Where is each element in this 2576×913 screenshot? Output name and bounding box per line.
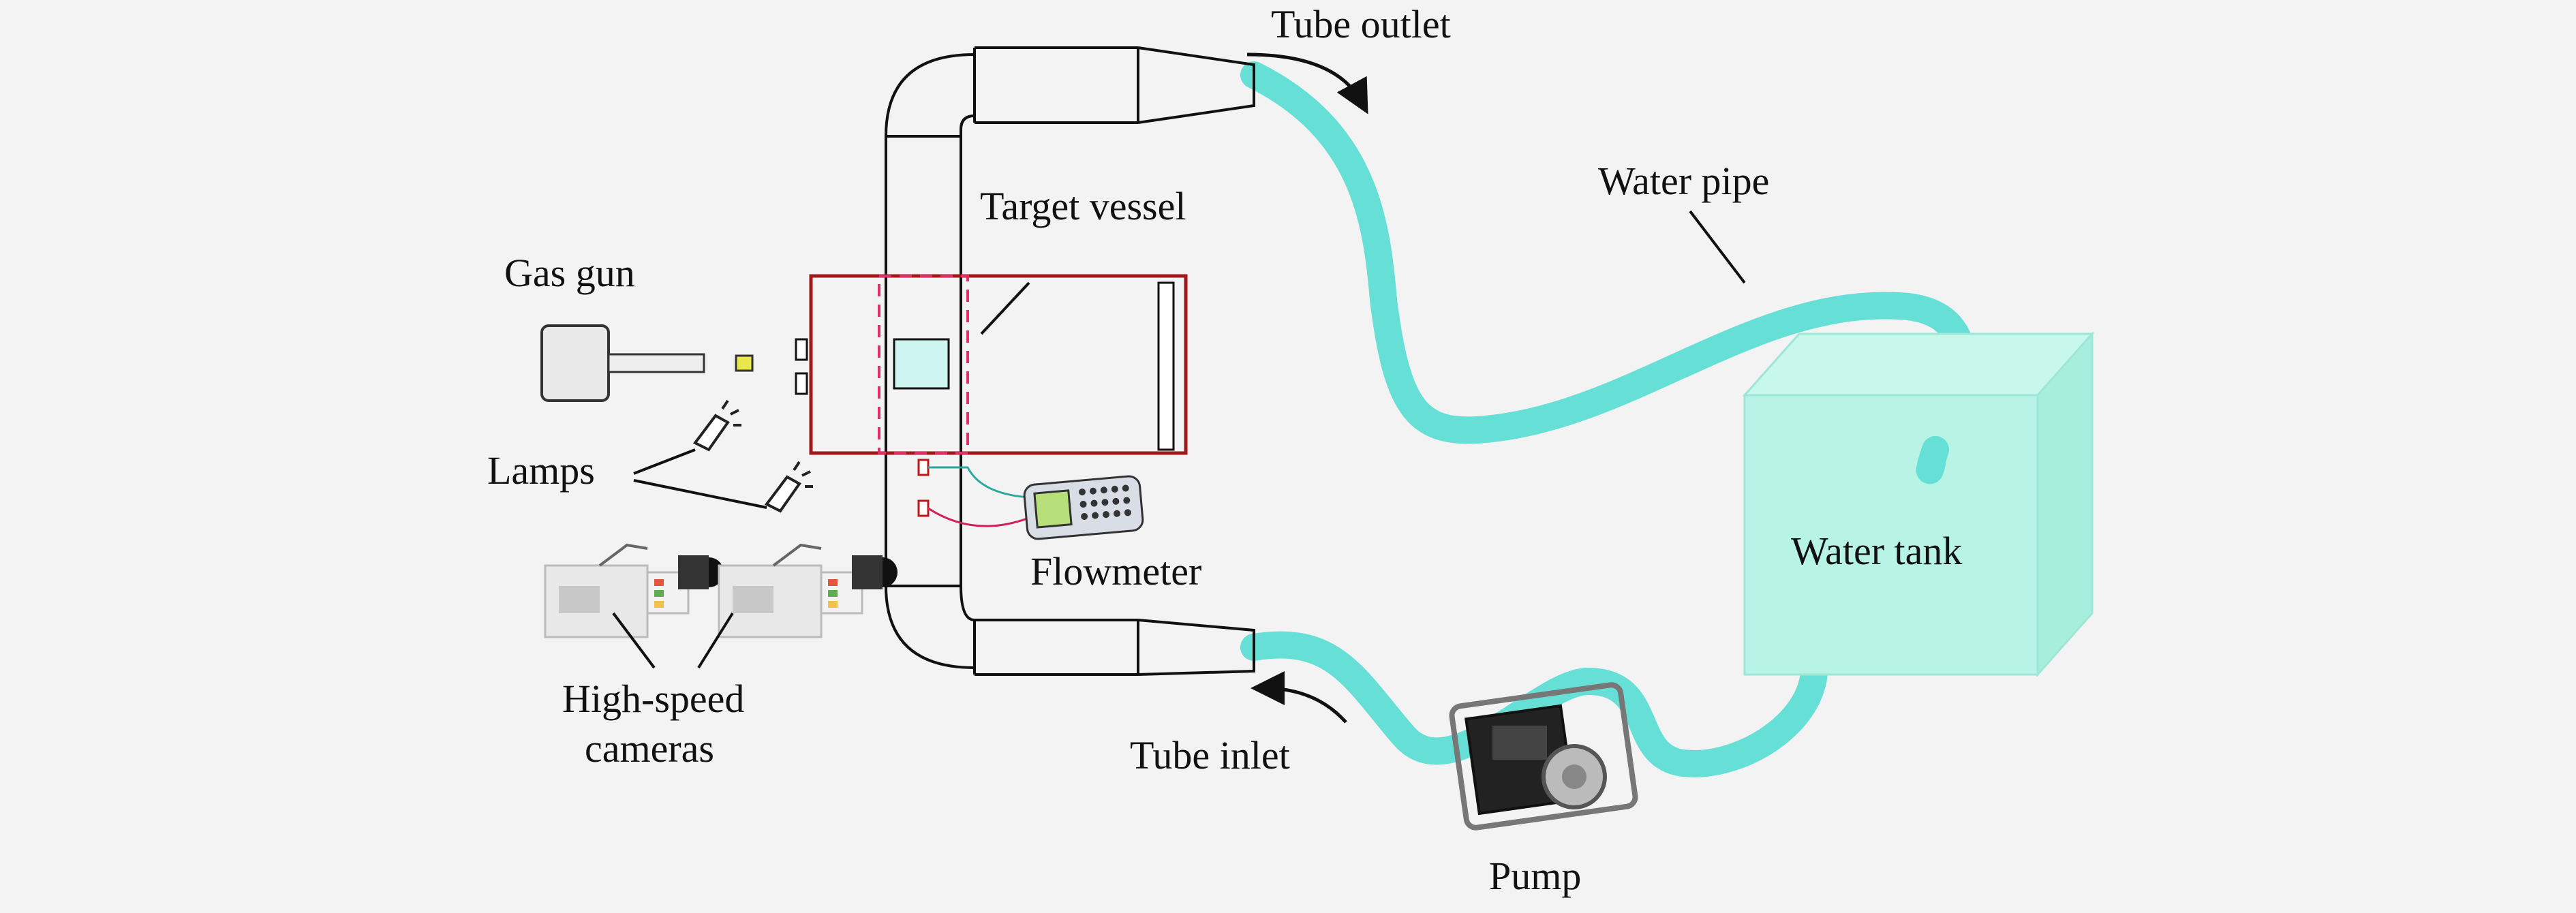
tube-inlet-arrow <box>1251 671 1347 724</box>
water-pipe-outlet <box>1240 61 1976 463</box>
flowmeter <box>1023 475 1144 540</box>
gas-gun <box>540 324 754 402</box>
target-window <box>893 338 950 390</box>
high-speed-cameras-label-line1: High-speed <box>562 677 744 721</box>
pump-label: Pump <box>1489 854 1581 898</box>
flowmeter-sensors <box>917 459 1030 527</box>
pump <box>1449 682 1638 831</box>
water-pipe-leader <box>1689 210 1746 284</box>
tube-outlet-arrow <box>1246 52 1368 114</box>
lamp-icon <box>692 399 741 452</box>
water-pipe-into-tank <box>1916 436 1949 484</box>
water-pipe-inlet <box>1240 631 1828 777</box>
water-pipe-label: Water pipe <box>1598 159 1769 203</box>
cameras-leader-lines <box>612 612 734 669</box>
flowmeter-label: Flowmeter <box>1030 549 1201 593</box>
target-vessel-leader <box>980 281 1030 335</box>
end-plate <box>1157 281 1175 451</box>
lamps-label: Lamps <box>487 448 595 493</box>
target-vessel-label: Target vessel <box>980 184 1186 228</box>
high-speed-cameras-label-line2: cameras <box>585 726 714 771</box>
water-tank <box>1742 331 2095 677</box>
tube-loop <box>885 46 1255 676</box>
water-tank-label: Water tank <box>1791 529 1962 573</box>
projectile <box>735 354 754 372</box>
high-speed-camera <box>544 543 724 638</box>
tube-inlet-label: Tube inlet <box>1130 733 1290 777</box>
target-vessel <box>795 274 1188 455</box>
gas-gun-label: Gas gun <box>504 251 635 295</box>
lamps-leader-lines <box>633 448 767 509</box>
tube-outlet-label: Tube outlet <box>1271 2 1451 46</box>
lamp-icon <box>764 461 813 513</box>
high-speed-camera <box>718 543 898 638</box>
